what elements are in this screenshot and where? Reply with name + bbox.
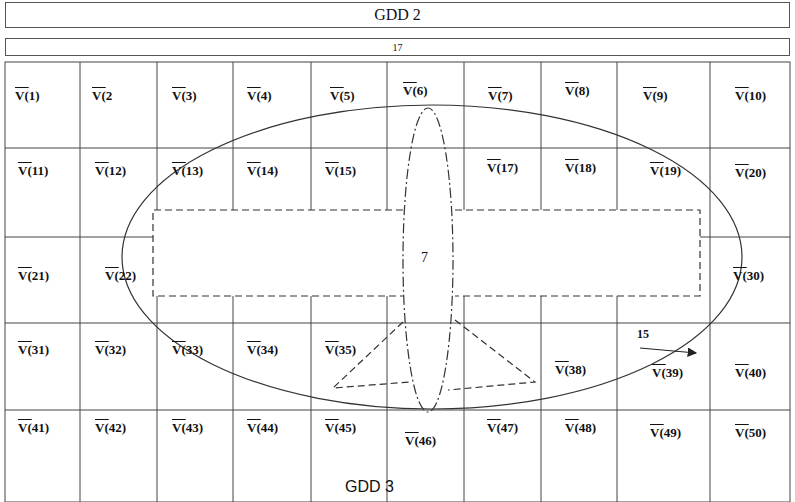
- velocity-label: V(2: [92, 88, 112, 104]
- velocity-label: V(21): [18, 268, 49, 284]
- callout-number: 15: [637, 327, 649, 342]
- cell-label: V(11): [18, 163, 48, 179]
- velocity-label: V(43): [172, 420, 203, 436]
- velocity-label: V(5): [330, 88, 355, 104]
- cell-label: V(6): [403, 83, 428, 99]
- velocity-label: V(42): [95, 420, 126, 436]
- velocity-label: V(48): [565, 420, 596, 436]
- velocity-label: V(7): [488, 88, 513, 104]
- cell-label: V(46): [405, 433, 436, 449]
- velocity-label: V(32): [95, 342, 126, 358]
- velocity-label: V(30): [733, 268, 764, 284]
- cell-label: V(13): [172, 163, 203, 179]
- cell-label: V(38): [555, 362, 586, 378]
- velocity-label: V(31): [18, 342, 49, 358]
- band-text: 17: [393, 42, 403, 53]
- velocity-label: V(50): [735, 425, 766, 441]
- cell-label: V(15): [325, 163, 356, 179]
- cell-label: V(39): [652, 365, 683, 381]
- cell-label: V(1): [15, 88, 40, 104]
- cell-label: V(45): [325, 420, 356, 436]
- velocity-label: V(11): [18, 163, 48, 179]
- velocity-label: V(3): [172, 88, 197, 104]
- velocity-label: V(14): [247, 163, 278, 179]
- cell-label: V(47): [487, 420, 518, 436]
- cell-label: V(33): [172, 342, 203, 358]
- cell-label: V(18): [565, 160, 596, 176]
- cell-label: V(3): [172, 88, 197, 104]
- leader-arrow: [640, 348, 696, 353]
- velocity-label: V(22): [105, 268, 136, 284]
- velocity-label: V(39): [652, 365, 683, 381]
- velocity-label: V(34): [247, 342, 278, 358]
- title-band: GDD 2: [5, 2, 790, 28]
- velocity-label: V(13): [172, 163, 203, 179]
- velocity-label: V(17): [487, 160, 518, 176]
- cell-label: V(21): [18, 268, 49, 284]
- cell-label: V(32): [95, 342, 126, 358]
- cell-label: V(2: [92, 88, 112, 104]
- velocity-label: V(49): [650, 425, 681, 441]
- cell-label: V(14): [247, 163, 278, 179]
- velocity-label: V(40): [735, 365, 766, 381]
- band-text: GDD 2: [374, 6, 421, 24]
- velocity-label: V(4): [247, 88, 272, 104]
- cell-label: V(44): [247, 420, 278, 436]
- velocity-label: V(47): [487, 420, 518, 436]
- velocity-label: V(15): [325, 163, 356, 179]
- cell-label: V(48): [565, 420, 596, 436]
- cell-label: V(5): [330, 88, 355, 104]
- fuselage-number: 7: [421, 250, 428, 266]
- velocity-label: V(18): [565, 160, 596, 176]
- velocity-label: V(20): [735, 165, 766, 181]
- cell-label: V(7): [488, 88, 513, 104]
- velocity-label: V(45): [325, 420, 356, 436]
- cell-label: V(34): [247, 342, 278, 358]
- velocity-label: V(44): [247, 420, 278, 436]
- cell-label: V(50): [735, 425, 766, 441]
- velocity-label: V(12): [95, 163, 126, 179]
- velocity-label: V(33): [172, 342, 203, 358]
- region-name: GDD 3: [345, 478, 394, 496]
- cell-label: V(41): [18, 420, 49, 436]
- grid-border: [5, 62, 790, 502]
- velocity-label: V(46): [405, 433, 436, 449]
- cell-label: V(49): [650, 425, 681, 441]
- index-band: 17: [5, 38, 790, 56]
- velocity-label: V(35): [325, 342, 356, 358]
- fuselage-ellipse: [403, 108, 453, 412]
- cell-label: V(10): [735, 88, 766, 104]
- velocity-label: V(41): [18, 420, 49, 436]
- domain-ellipse: [122, 105, 742, 409]
- cell-label: V(20): [735, 165, 766, 181]
- velocity-label: V(19): [650, 163, 681, 179]
- cell-label: V(12): [95, 163, 126, 179]
- cell-label: V(35): [325, 342, 356, 358]
- cell-label: V(17): [487, 160, 518, 176]
- aircraft-outline: [153, 210, 700, 390]
- velocity-label: V(38): [555, 362, 586, 378]
- cell-label: V(4): [247, 88, 272, 104]
- cell-label: V(9): [643, 88, 668, 104]
- cell-label: V(8): [565, 83, 590, 99]
- velocity-label: V(9): [643, 88, 668, 104]
- cell-label: V(22): [105, 268, 136, 284]
- cell-label: V(42): [95, 420, 126, 436]
- cell-label: V(40): [735, 365, 766, 381]
- velocity-label: V(8): [565, 83, 590, 99]
- cell-label: V(19): [650, 163, 681, 179]
- cell-label: V(30): [733, 268, 764, 284]
- velocity-label: V(10): [735, 88, 766, 104]
- cell-label: V(31): [18, 342, 49, 358]
- cell-label: V(43): [172, 420, 203, 436]
- velocity-label: V(6): [403, 83, 428, 99]
- velocity-label: V(1): [15, 88, 40, 104]
